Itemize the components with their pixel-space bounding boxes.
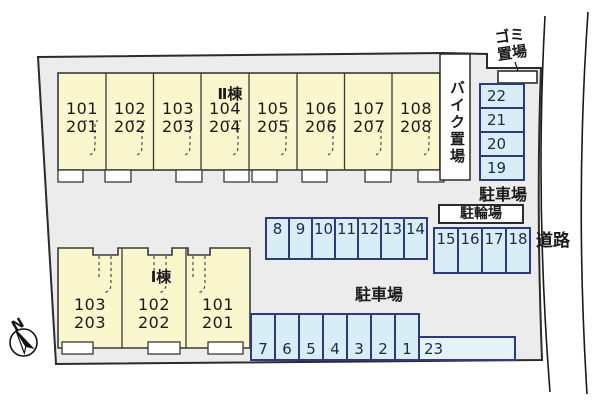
building-2-unit: 106 206 (297, 100, 345, 136)
unit-number-floor2: 202 (113, 117, 147, 136)
parking-space: 3 (346, 313, 372, 361)
parking-space: 8 (265, 217, 290, 260)
parking-space: 12 (357, 217, 382, 260)
building-1-unit: 101 201 (186, 296, 250, 332)
bike-storage-area (439, 53, 471, 181)
parking-space: 15 (433, 227, 459, 274)
unit-number-floor2: 201 (65, 117, 99, 136)
building-1-stairs-dashed (98, 256, 206, 294)
parking-space: 22 (479, 83, 525, 109)
parking-space: 6 (274, 313, 300, 361)
unit-number-floor1: 107 (352, 99, 386, 118)
parking-space: 10 (311, 217, 336, 260)
unit-number-floor2: 207 (352, 117, 386, 136)
parking-space: 1 (394, 313, 420, 361)
parking-label-middle: 駐車場 (354, 285, 403, 304)
bicycle-parking-box: 駐輪場 (438, 204, 524, 224)
unit-number-floor1: 101 (65, 99, 99, 118)
parking-space: 19 (479, 155, 525, 181)
building-2-porches (57, 169, 445, 183)
parking-space: 2 (370, 313, 396, 361)
unit-number-floor1: 103 (73, 295, 107, 314)
parking-space: 4 (322, 313, 348, 361)
parking-space: 16 (457, 227, 483, 274)
parking-space: 14 (403, 217, 428, 260)
unit-number-floor1: 106 (304, 99, 338, 118)
building-1-unit-dividers (121, 248, 187, 348)
parking-space: 21 (479, 107, 525, 133)
building-2-unit-dividers (105, 73, 393, 170)
unit-number-floor2: 206 (304, 117, 338, 136)
parking-space: 18 (505, 227, 531, 274)
building-1-porches (61, 341, 244, 355)
unit-number-floor2: 203 (161, 117, 195, 136)
building-2-unit: 108 208 (392, 100, 440, 136)
garbage-bin-rect (497, 70, 538, 84)
unit-number-floor2: 205 (256, 117, 290, 136)
building-1-unit: 102 202 (122, 296, 186, 332)
unit-number-floor1: 102 (113, 99, 147, 118)
building-2-stairs-dashed (84, 120, 432, 156)
building-2-unit: 103 203 (154, 100, 202, 136)
unit-number-floor2: 203 (73, 313, 107, 332)
parking-column-right: 22 21 20 19 (479, 83, 525, 181)
road-edge-line-far (580, 11, 589, 395)
parking-row-bottom: 7 6 5 4 3 2 1 (250, 313, 420, 361)
building-2-unit: 102 202 (106, 100, 154, 136)
unit-number-floor1: 102 (137, 295, 171, 314)
parking-space: 11 (334, 217, 359, 260)
unit-number-floor1: 104 (208, 99, 242, 118)
building-2-name: Ⅱ棟 (217, 85, 243, 103)
unit-number-floor2: 202 (137, 313, 171, 332)
parking-row-lower-right: 15 16 17 18 (433, 227, 531, 274)
building-1-name: Ⅰ棟 (150, 268, 172, 286)
garbage-area-label: ゴミ 置場 (493, 25, 529, 64)
compass-circle (9, 328, 38, 357)
building-2-unit: 105 205 (249, 100, 297, 136)
unit-number-floor2: 201 (201, 313, 235, 332)
unit-number-floor2: 208 (399, 117, 433, 136)
parking-row-middle: 8 9 10 11 12 13 14 (265, 217, 428, 260)
building-2-unit: 104 204 (201, 100, 249, 136)
parking-space: 5 (298, 313, 324, 361)
building-1-unit: 103 203 (58, 296, 122, 332)
parking-space: 17 (481, 227, 507, 274)
building-2-unit: 107 207 (345, 100, 393, 136)
unit-number-floor1: 108 (399, 99, 433, 118)
unit-number-floor1: 101 (201, 295, 235, 314)
parking-label-upper: 駐車場 (478, 185, 527, 204)
building-2-unit: 101 201 (58, 100, 106, 136)
unit-number-floor2: 204 (208, 117, 242, 136)
building-1-outline (57, 247, 251, 349)
parking-space: 7 (250, 313, 276, 361)
bike-storage-label: バイク置場 (448, 80, 466, 165)
road-edge-line-near (540, 15, 551, 393)
compass-needle-icon (15, 329, 35, 356)
garbage-leader-line (514, 61, 519, 72)
north-compass: N (9, 315, 38, 357)
parking-space: 9 (288, 217, 313, 260)
road-label: 道路 (536, 231, 570, 251)
parking-space: 20 (479, 131, 525, 157)
parking-space-wide: 23 (418, 336, 516, 361)
north-label: N (9, 315, 27, 335)
parking-space: 13 (380, 217, 405, 260)
unit-number-floor1: 103 (161, 99, 195, 118)
unit-number-floor1: 105 (256, 99, 290, 118)
